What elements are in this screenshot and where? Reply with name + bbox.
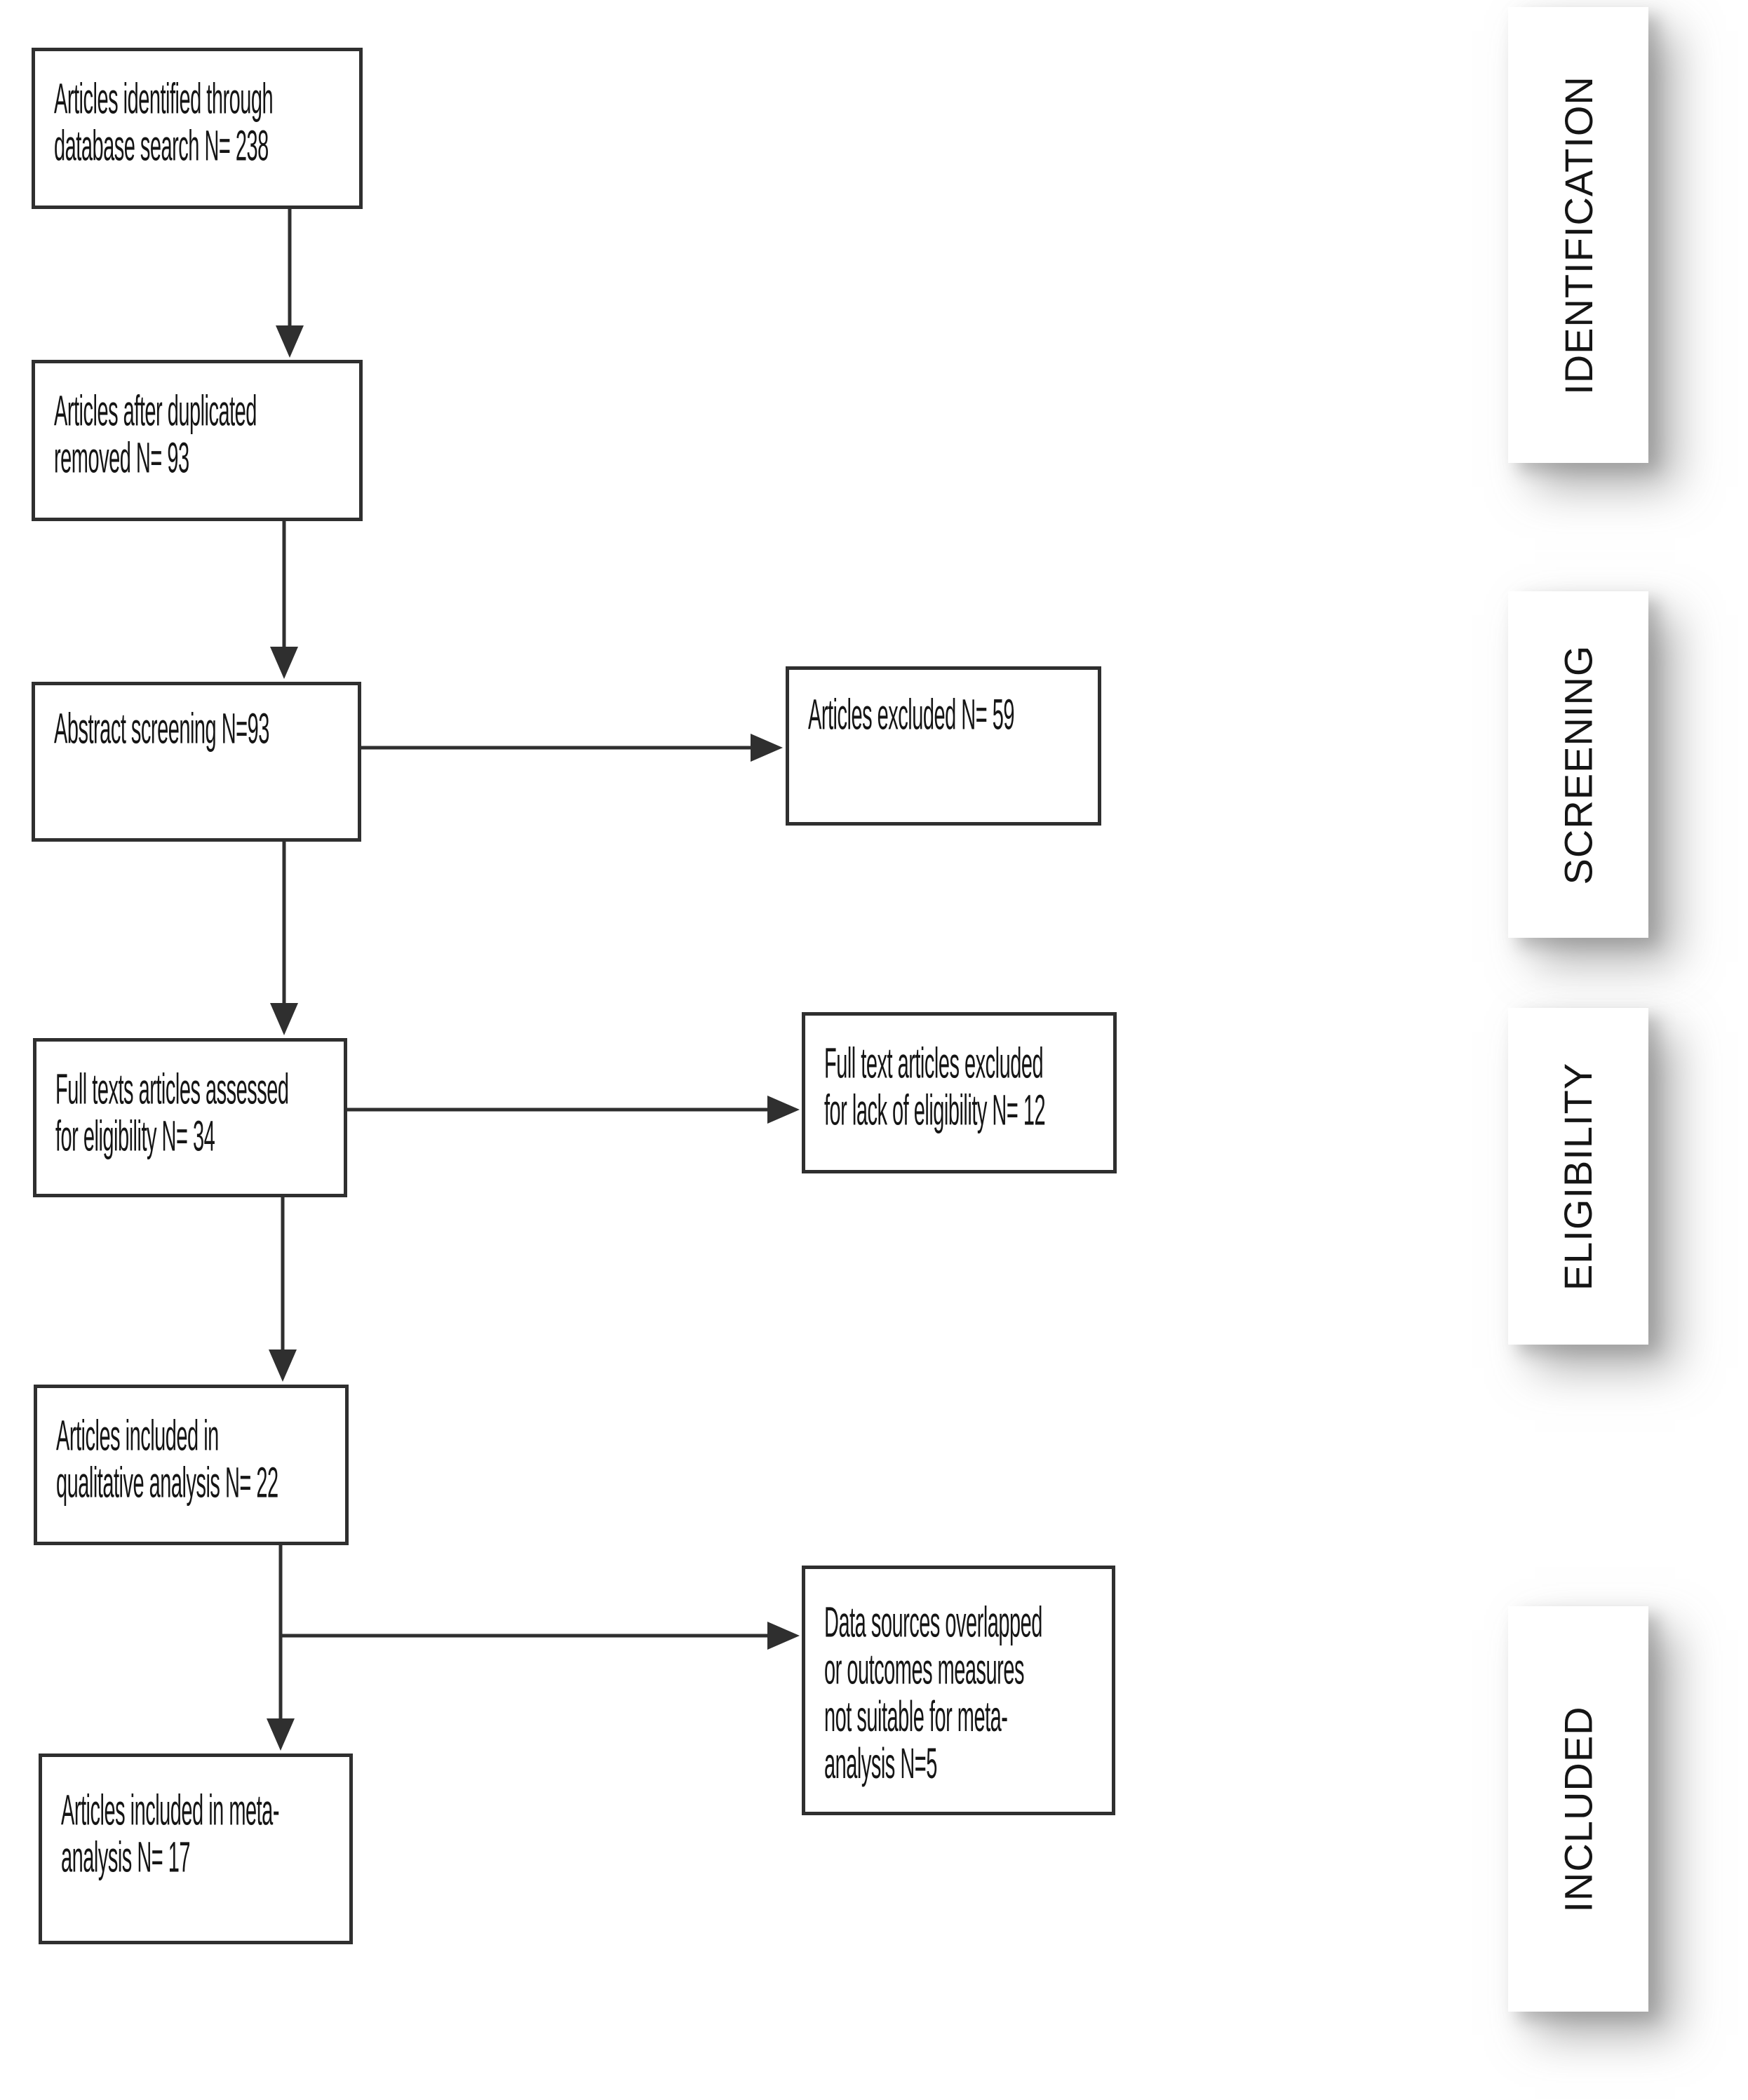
box-meta-analysis-text: Articles included in meta- analysis N= 1… [61,1788,279,1883]
box-fulltext-excluded-text: Full text articles excluded for lack of … [824,1041,1046,1136]
box-articles-identified: Articles identified through database sea… [32,48,363,209]
arrowhead-down-3 [270,1003,298,1035]
box-fulltext-excluded: Full text articles excluded for lack of … [802,1012,1117,1173]
arrowhead-right-1 [751,734,783,762]
stage-card-eligibility: ELIGIBILITY [1508,1008,1648,1345]
box-fulltext-assessed-text: Full texts articles assessed for eligibi… [55,1067,289,1162]
arrowhead-down-5 [267,1718,295,1751]
box-meta-excluded: Data sources overlapped or outcomes meas… [802,1566,1115,1815]
stage-label-screening: SCREENING [1556,645,1601,884]
box-qualitative-analysis-text: Articles included in qualitative analysi… [56,1413,278,1508]
box-articles-identified-text: Articles identified through database sea… [54,76,274,171]
stage-card-screening: SCREENING [1508,591,1648,938]
box-fulltext-assessed: Full texts articles assessed for eligibi… [33,1038,347,1197]
stage-card-identification: IDENTIFICATION [1508,7,1648,463]
box-qualitative-analysis: Articles included in qualitative analysi… [34,1385,349,1545]
box-meta-excluded-text: Data sources overlapped or outcomes meas… [824,1600,1042,1789]
arrowhead-right-3 [767,1622,800,1650]
box-abstract-screening-text: Abstract screening N=93 [54,706,269,754]
stage-card-included: INCLUDED [1508,1606,1648,2012]
box-duplicates-removed: Articles after duplicated removed N= 93 [32,360,363,521]
box-meta-analysis: Articles included in meta- analysis N= 1… [39,1754,353,1944]
box-articles-excluded-text: Articles excluded N= 59 [808,692,1014,740]
stage-label-eligibility: ELIGIBILITY [1556,1062,1601,1291]
arrowhead-down-4 [269,1349,297,1382]
stage-label-included: INCLUDED [1556,1705,1601,1913]
arrowhead-down-1 [276,325,304,358]
box-abstract-screening: Abstract screening N=93 [32,682,361,842]
box-articles-excluded: Articles excluded N= 59 [786,666,1101,826]
box-duplicates-removed-text: Articles after duplicated removed N= 93 [54,389,257,483]
stage-label-identification: IDENTIFICATION [1556,75,1601,395]
arrowhead-right-2 [767,1096,800,1124]
arrowhead-down-2 [270,647,298,679]
